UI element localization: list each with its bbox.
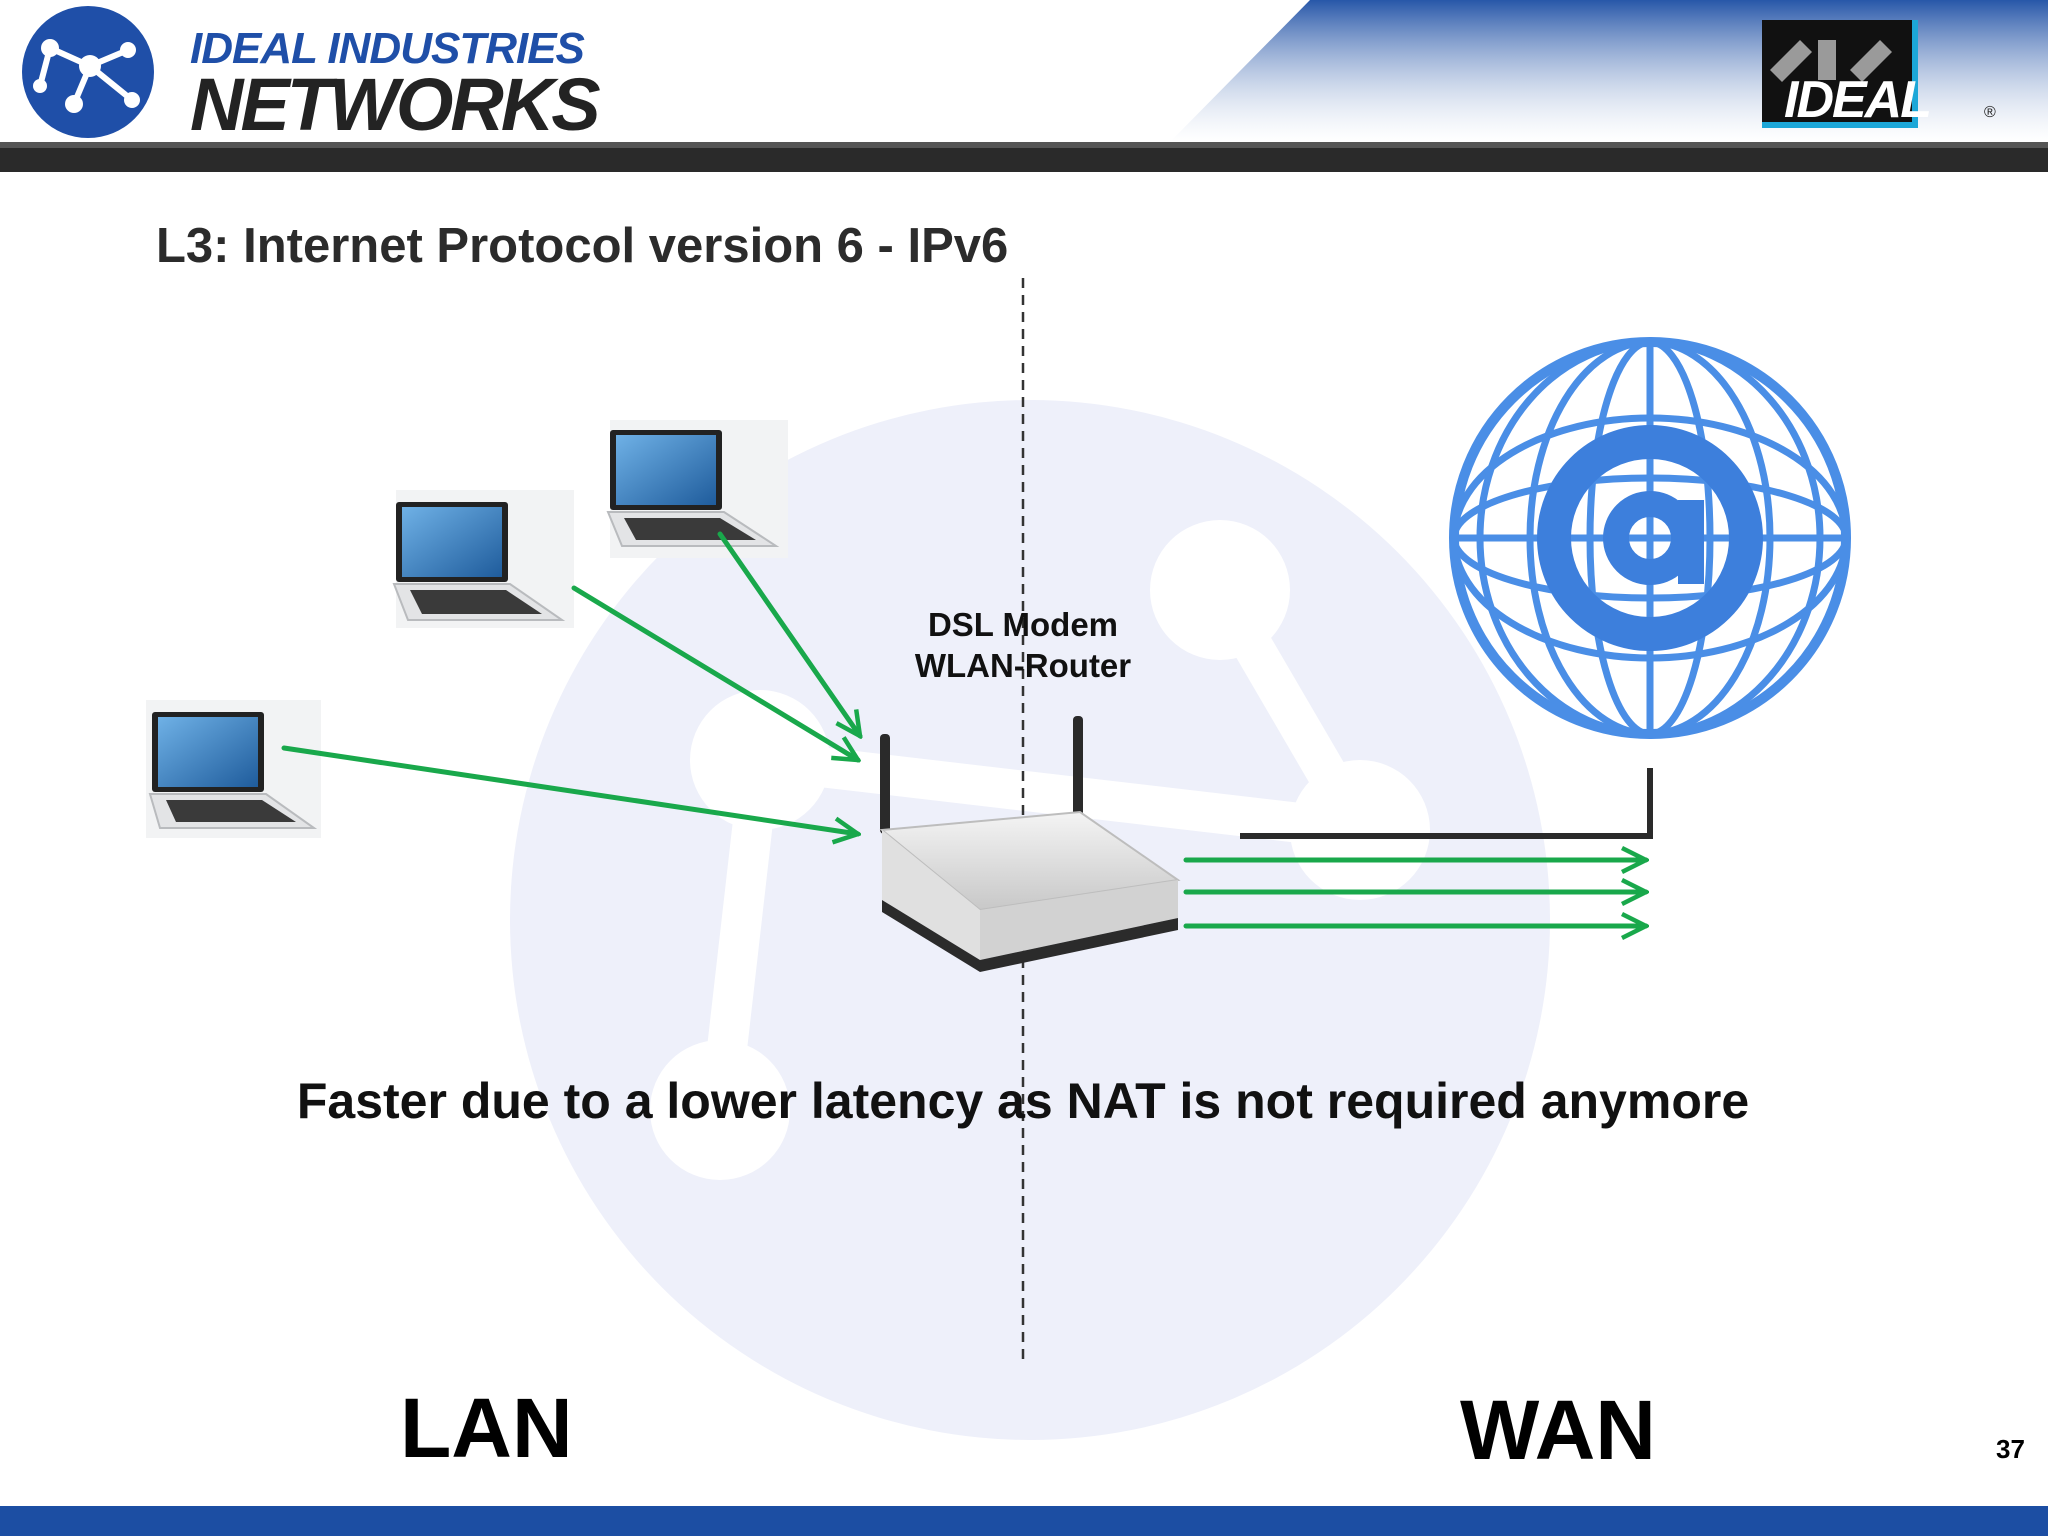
ideal-logo-text: IDEAL [1784, 71, 1932, 129]
brand-wordmark: IDEAL INDUSTRIES NETWORKS [190, 24, 601, 146]
page-number: 37 [1996, 1434, 2025, 1464]
lan-arrow [717, 531, 860, 736]
laptop-icon [606, 420, 788, 558]
statement-text: Faster due to a lower latency as NAT is … [296, 1073, 1750, 1129]
brand-line1: IDEAL INDUSTRIES [190, 24, 585, 73]
traffic-arrows [281, 531, 1646, 926]
slide-title: L3: Internet Protocol version 6 - IPv6 [156, 219, 1009, 273]
registered-mark: ® [1984, 104, 1996, 121]
globe-at-icon [1449, 337, 1851, 739]
wan-label: WAN [1460, 1383, 1656, 1477]
footer-bar [0, 1506, 2048, 1536]
router-label-line1: DSL Modem [927, 606, 1119, 643]
ideal-logo [1762, 20, 1918, 128]
router-label: DSL Modem WLAN-Router [880, 604, 1166, 686]
laptop-icon [146, 700, 321, 838]
laptop-icon [392, 490, 574, 628]
lan-arrow [571, 585, 858, 760]
lan-arrow [281, 745, 858, 834]
network-nodes-icon [22, 6, 154, 138]
wan-connection-line [1240, 768, 1653, 839]
router-icon [879, 716, 1181, 972]
router-label-line2: WLAN-Router [914, 647, 1132, 684]
brand-line2: NETWORKS [190, 63, 601, 146]
lan-label: LAN [400, 1381, 573, 1475]
